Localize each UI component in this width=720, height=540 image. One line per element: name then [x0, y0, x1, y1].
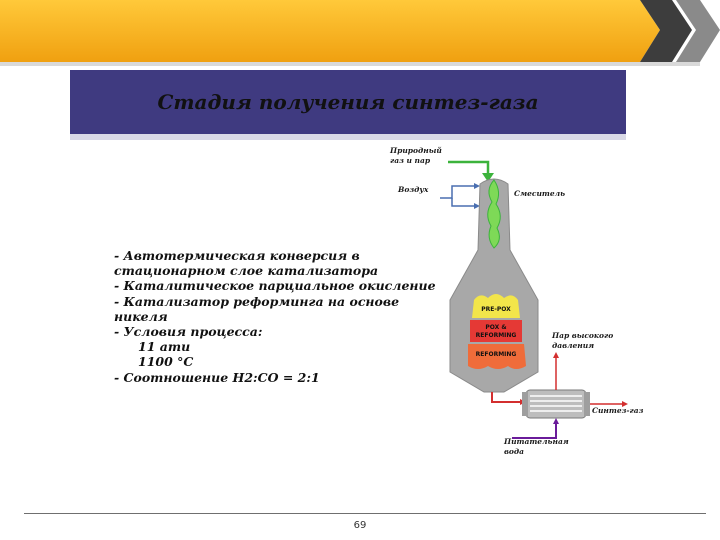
- heat-exchanger: [525, 389, 587, 419]
- page-number: 69: [353, 520, 367, 531]
- banner-chevron-dark: [640, 0, 692, 62]
- zone-pox-label-1: POX &: [485, 324, 506, 331]
- banner-chevron-light: [676, 0, 720, 62]
- hp-steam-arrowhead: [553, 352, 559, 358]
- feed-water-label-1: Питательная: [503, 437, 569, 446]
- bullet-line: стационарном слое катализатора: [114, 263, 379, 279]
- banner-shadow: [0, 62, 700, 66]
- exchanger-left-cap: [522, 392, 528, 416]
- bullet-line: - Катализатор реформинга на основе: [114, 293, 400, 309]
- reforming-zone: [468, 344, 526, 369]
- syngas-outlet-pipe: [491, 392, 522, 403]
- bullet-line: - Условия процесса:: [114, 324, 263, 340]
- natural-gas-label-1: Природный: [389, 146, 442, 155]
- bullet-line: никеля: [114, 308, 168, 324]
- feed-water-arrowhead: [553, 418, 559, 424]
- bullet-line: 11 ати: [138, 339, 191, 355]
- syngas-label: Синтез-газ: [592, 406, 644, 415]
- air-arrowhead-upper: [474, 183, 480, 189]
- natural-gas-label-2: газ и пар: [390, 156, 431, 165]
- bullet-line: - Соотношение Н2:СО = 2:1: [114, 369, 320, 385]
- hp-steam-label-2: давления: [552, 341, 594, 350]
- air-label: Воздух: [397, 185, 429, 194]
- footer-divider: [24, 513, 706, 514]
- hp-steam-label-1: Пар высокого: [551, 331, 613, 340]
- slide-title: Стадия получения синтез-газа: [157, 90, 539, 114]
- title-underline: [70, 134, 626, 140]
- air-arrow-lower: [451, 198, 476, 207]
- natural-gas-arrow: [448, 160, 490, 174]
- bullet-line: - Каталитическое парциальное окисление: [114, 278, 436, 294]
- title-box: Стадия получения синтез-газа: [70, 70, 626, 134]
- zone-reforming-label: REFORMING: [476, 351, 517, 358]
- syngas-out-arrowhead: [622, 401, 628, 407]
- bullet-list: - Автотермическая конверсия в стационарн…: [114, 248, 436, 385]
- zone-prepox-label: PRE-POX: [481, 306, 511, 313]
- top-banner: [0, 0, 720, 66]
- natural-gas-arrowhead: [482, 173, 494, 182]
- zone-pox-label-2: REFORMING: [476, 332, 517, 339]
- feed-water-label-2: вода: [504, 447, 524, 456]
- exchanger-right-cap: [584, 392, 590, 416]
- banner-bar: [0, 0, 660, 62]
- pox-zone: [470, 320, 522, 342]
- prepox-zone: [472, 294, 520, 318]
- reactor-diagram: PRE-POX POX & REFORMING REFORMING Природ…: [389, 146, 644, 456]
- bullet-line: - Автотермическая конверсия в: [114, 248, 360, 263]
- mixer-label: Смеситель: [514, 189, 565, 198]
- mixer-flame: [487, 179, 501, 249]
- bullet-line: 1100 °С: [138, 354, 194, 370]
- feed-water-line: [512, 422, 557, 439]
- air-arrow: [440, 185, 476, 199]
- air-arrowhead-lower: [474, 203, 480, 209]
